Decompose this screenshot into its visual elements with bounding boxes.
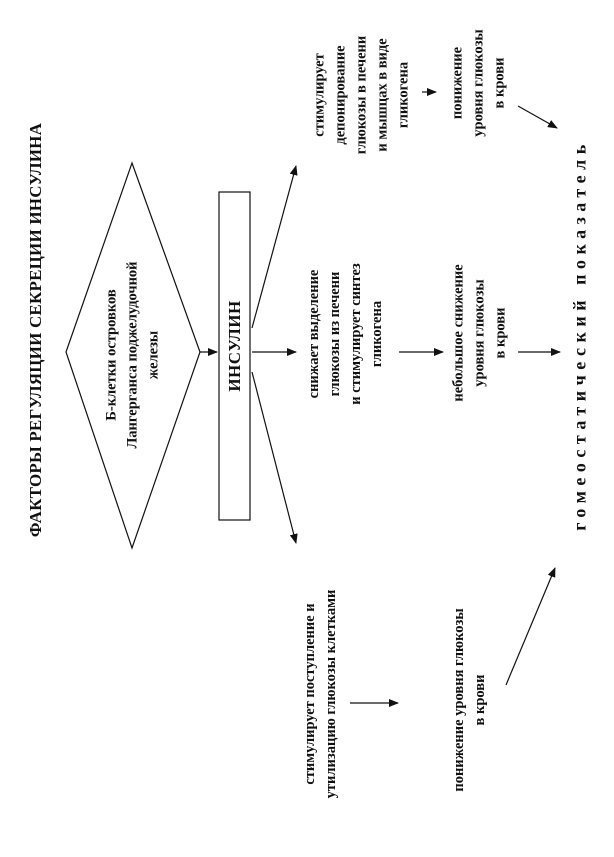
effect-liver-output: снижает выделение глюкозы из печени и ст… — [304, 263, 388, 405]
effect-line: глюкозы из печени — [327, 271, 343, 397]
effect-line: снижает выделение — [306, 269, 322, 399]
result-line: понижение — [449, 46, 466, 120]
arrow-result-3-to-final — [517, 105, 558, 129]
insulin-label: ИНСУЛИН — [225, 300, 244, 392]
final-homeostatic-indicator: гомеостатический показатель — [569, 139, 590, 531]
result-glucose-lowering-uptake: понижение уровня глюкозы в крови — [449, 608, 491, 791]
result-glucose-lowering-deposition: понижение уровня глюкозы в крови — [448, 29, 511, 136]
result-line: в крови — [492, 307, 509, 359]
effect-line: глюкозы в печени — [353, 35, 370, 155]
result-line: уровня глюкозы — [471, 279, 488, 387]
insulin-box — [218, 191, 251, 521]
result-line: небольшое снижение — [450, 264, 467, 402]
result-slight-glucose-lowering: небольшое снижение уровня глюкозы в кров… — [449, 264, 512, 401]
effect-line: гликогена — [369, 300, 385, 368]
result-line: понижение уровня глюкозы — [451, 608, 467, 792]
source-label: Б-клетки островков Лангерганса поджелудо… — [102, 261, 165, 448]
source-label-line: железы — [145, 330, 162, 380]
arrow-insulin-to-effect-uptake — [251, 371, 298, 544]
effect-line: утилизацию глюкозы клетками — [323, 589, 339, 799]
effect-line: стимулирует поступление и — [302, 603, 318, 785]
effect-line: гликогена — [395, 61, 412, 129]
effect-line: и стимулирует синтез — [348, 263, 364, 405]
arrow-insulin-to-effect-deposition — [251, 165, 298, 329]
effect-line: и мышцах в виде — [374, 38, 391, 152]
effect-line: депонирование — [332, 45, 349, 145]
result-line: в крови — [491, 57, 508, 109]
source-label-line: Лангерганса поджелудочной — [124, 261, 141, 449]
result-line: уровня глюкозы — [470, 29, 487, 137]
effect-glucose-uptake: стимулирует поступление и утилизацию глю… — [300, 590, 342, 799]
arrow-result-1-to-final — [505, 567, 556, 686]
effect-glycogen-deposition: стимулирует депонирование глюкозы в пече… — [310, 36, 415, 154]
source-label-line: Б-клетки островков — [103, 289, 120, 421]
diagram-title: ФАКТОРЫ РЕГУЛЯЦИИ СЕКРЕЦИИ ИНСУЛИНА — [26, 122, 45, 538]
source-diamond — [65, 161, 201, 550]
effect-line: стимулирует — [311, 53, 328, 137]
result-line: в крови — [472, 674, 488, 726]
